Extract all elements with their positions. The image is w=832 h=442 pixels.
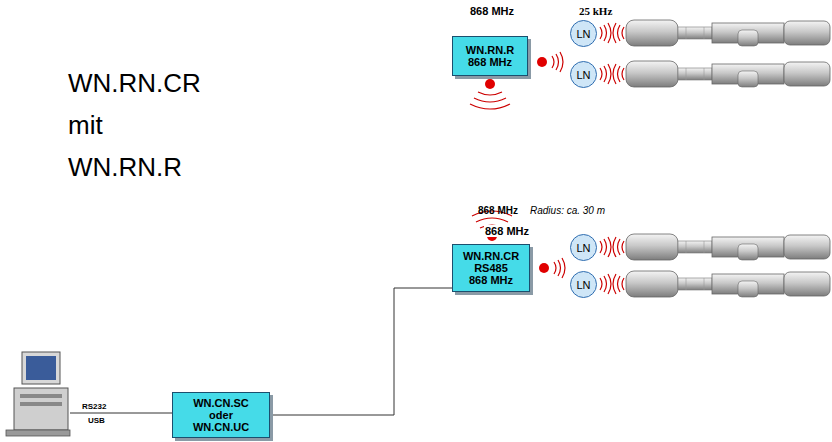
interface-box: WN.CN.SC oder WN.CN.UC [172,392,270,438]
node-text: LN [576,28,590,40]
ln-circle: LN [570,271,597,298]
node-text: WN.RN.R [466,44,514,56]
bus-wire [270,288,452,415]
controller-box: WN.RN.CRRS485868 MHz [452,244,530,292]
node-text: 868 MHz [469,274,513,286]
annotation-label: 868 MHz [470,5,514,17]
node-text: LN [576,242,590,254]
annotation-label: USB [88,416,105,425]
ln-circle: LN [570,20,597,47]
ln-circle: LN [570,234,597,261]
annotation-label: 868 MHz [484,225,530,237]
node-text: LN [576,279,590,291]
annotation-label: 25 kHz [579,5,612,17]
annotation-label: Radius: ca. 30 m [530,205,605,216]
annotation-label: RS232 [82,402,106,411]
diagram-title: WN.RN.CR mit WN.RN.R [68,62,218,188]
ln-circle: LN [570,61,597,88]
node-text: RS485 [474,262,508,274]
receiver-box: WN.RN.R868 MHz [452,36,528,76]
annotation-label: 868 MHz [478,205,518,216]
node-text: WN.RN.CR [463,250,519,262]
node-text: LN [576,69,590,81]
node-text: 868 MHz [468,56,512,68]
node-text: WN.CN.SC oder WN.CN.UC [188,397,254,433]
